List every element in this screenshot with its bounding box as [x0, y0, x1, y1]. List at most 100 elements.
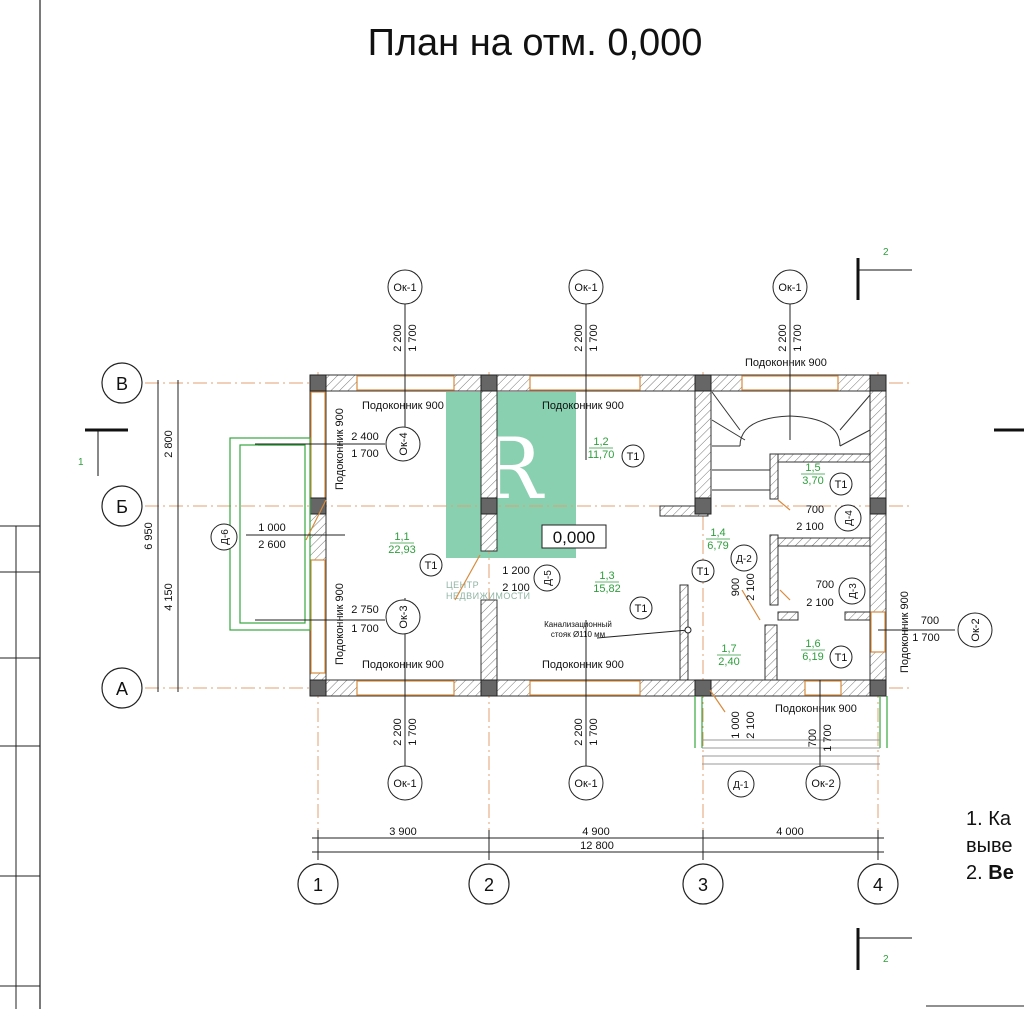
dim-vspan-1: 2 800 — [163, 430, 175, 458]
door-tag-d6-label: Д-6 — [220, 529, 231, 545]
room-1-5-area: 3,70 — [802, 475, 823, 487]
win-top-1-w: 1 700 — [407, 324, 419, 352]
win-top-3-w: 1 700 — [792, 324, 804, 352]
section-marks — [85, 258, 1024, 970]
win-right-b: 1 700 — [912, 632, 940, 644]
room-mark-4-label: Т1 — [697, 566, 710, 578]
door-tag-d4-label: Д-4 — [844, 510, 855, 526]
room-mark-2 — [621, 444, 645, 468]
sill-label-6: Подоконник 900 — [775, 703, 857, 715]
door-d6-a: 1 000 — [258, 522, 286, 534]
door-d3-a: 700 — [816, 579, 834, 591]
dim-span-3: 4 000 — [776, 826, 804, 838]
dim-total-height: 6 950 — [143, 522, 155, 550]
section-label-top: 2 — [883, 247, 889, 258]
room-1-6-num: 1,6 — [805, 638, 820, 650]
win-top-1-h: 2 200 — [392, 324, 404, 352]
room-mark-3-label: Т1 — [635, 603, 648, 615]
door-tag-d3 — [838, 577, 866, 605]
window-tag-right — [957, 612, 993, 648]
axis-label-col-4: 4 — [873, 875, 883, 895]
axis-bubble-row-b — [101, 485, 143, 527]
axis-bubble-row-a — [101, 667, 143, 709]
door-d5-b: 2 100 — [502, 582, 530, 594]
room-mark-1-label: Т1 — [425, 560, 438, 572]
door-d3-b: 2 100 — [806, 597, 834, 609]
watermark-line1: ЦЕНТР — [446, 580, 480, 590]
room-1-7-num: 1,7 — [721, 643, 736, 655]
window-tag-bottom-right — [805, 765, 841, 801]
win-bot-1-w: 1 700 — [407, 718, 419, 746]
room-mark-3 — [629, 596, 653, 620]
window-tag-bottom-right-label: Ок-2 — [811, 778, 834, 790]
room-1-3-area: 15,82 — [593, 583, 621, 595]
door-d1-a: 1 000 — [730, 711, 742, 739]
axis-label-col-3: 3 — [698, 875, 708, 895]
axis-bubble-col-2 — [468, 863, 510, 905]
door-d1-b: 2 100 — [745, 711, 757, 739]
window-tag-top-3-label: Ок-1 — [778, 282, 801, 294]
riser-symbol — [684, 626, 692, 634]
window-tag-bottom-2-label: Ок-1 — [574, 778, 597, 790]
door-tag-d1 — [727, 770, 755, 798]
dim-span-1: 3 900 — [389, 826, 417, 838]
room-1-6-area: 6,19 — [802, 651, 823, 663]
window-tag-top-1-label: Ок-1 — [393, 282, 416, 294]
sill-label-2: Подоконник 900 — [542, 400, 624, 412]
door-tag-d2-label: Д-2 — [736, 554, 752, 565]
sill-label-5: Подоконник 900 — [542, 659, 624, 671]
room-1-2-num: 1,2 — [593, 436, 608, 448]
window-openings — [310, 375, 886, 696]
window-tag-left-2-label: Ок-3 — [398, 605, 410, 628]
section-label-bottom: 2 — [883, 954, 889, 965]
window-tag-bottom-1 — [387, 765, 423, 801]
door-tag-d4 — [834, 504, 862, 532]
room-mark-5-label: Т1 — [835, 479, 848, 491]
note-line-3: 2. Ве — [966, 860, 1024, 887]
section-arrows — [97, 269, 912, 939]
door-d2-a: 900 — [730, 578, 742, 596]
window-tag-left-1-label: Ок-4 — [398, 432, 410, 455]
sill-label-7: Подоконник 900 — [334, 408, 346, 490]
note-line-3-bold: Ве — [988, 862, 1014, 884]
dim-span-2: 4 900 — [582, 826, 610, 838]
dim-vspan-2: 4 150 — [163, 583, 175, 611]
room-mark-6-label: Т1 — [835, 652, 848, 664]
room-mark-5 — [829, 472, 853, 496]
room-1-5-num: 1,5 — [805, 462, 820, 474]
room-1-4-num: 1,4 — [710, 527, 725, 539]
sill-label-1: Подоконник 900 — [362, 400, 444, 412]
win-bot-2-h: 2 200 — [573, 718, 585, 746]
plan-title: План на отм. 0,000 — [367, 22, 703, 64]
sill-label-8: Подоконник 900 — [334, 583, 346, 665]
window-tag-bottom-1-label: Ок-1 — [393, 778, 416, 790]
win-br-b: 1 700 — [822, 724, 834, 752]
win-top-2-h: 2 200 — [573, 324, 585, 352]
win-left-1-a: 2 400 — [351, 431, 379, 443]
door-d2-b: 2 100 — [745, 573, 757, 601]
win-top-3-h: 2 200 — [777, 324, 789, 352]
door-d5-a: 1 200 — [502, 565, 530, 577]
riser-note-line2: стояк Ø110 мм — [551, 630, 605, 639]
section-label-left: 1 — [78, 457, 84, 468]
axis-label-row-a: А — [116, 679, 128, 699]
window-tag-top-2-label: Ок-1 — [574, 282, 597, 294]
window-tag-bottom-2 — [568, 765, 604, 801]
win-left-2-b: 1 700 — [351, 623, 379, 635]
window-tag-left-2 — [385, 599, 421, 635]
sill-label-4: Подоконник 900 — [362, 659, 444, 671]
win-br-a: 700 — [807, 729, 819, 747]
door-d6-b: 2 600 — [258, 539, 286, 551]
door-tag-d5-label: Д-5 — [543, 570, 554, 586]
room-mark-1 — [419, 553, 443, 577]
room-mark-4 — [691, 559, 715, 583]
window-tag-top-3 — [772, 269, 808, 305]
note-line-1: 1. Ка — [966, 808, 1012, 830]
watermark-line2: НЕДВИЖИМОСТИ — [446, 591, 531, 601]
door-tag-d3-label: Д-3 — [848, 583, 859, 599]
axis-bubble-col-4 — [857, 863, 899, 905]
win-top-2-w: 1 700 — [588, 324, 600, 352]
